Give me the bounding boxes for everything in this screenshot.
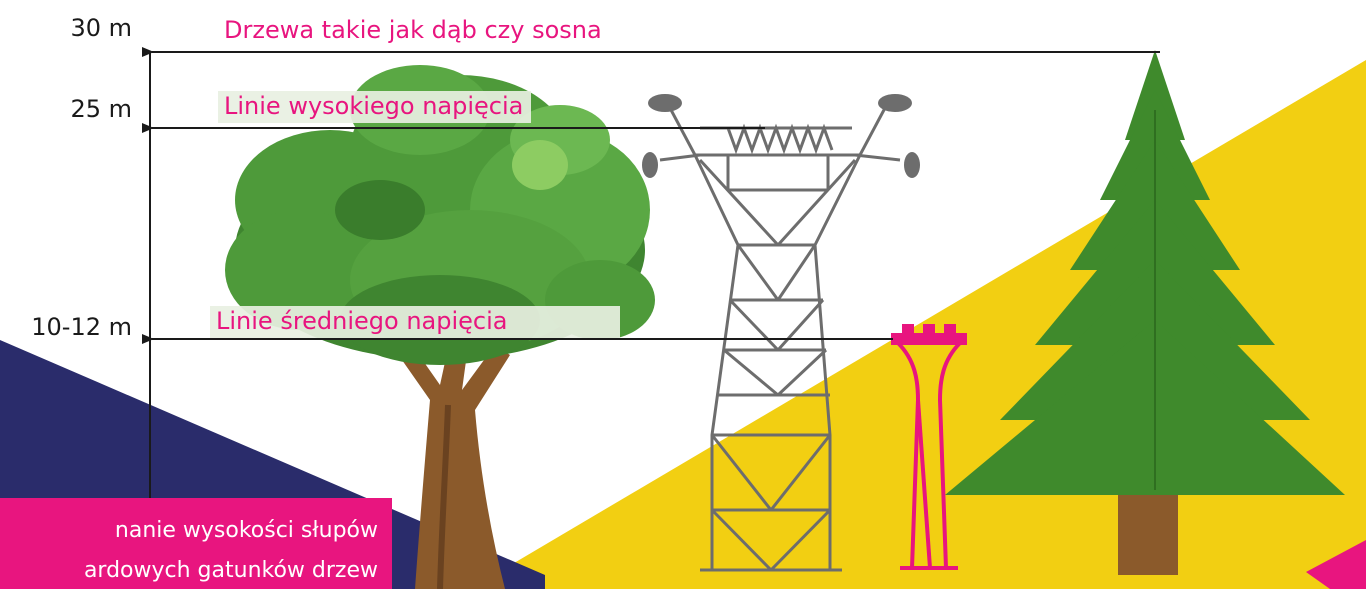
pink-corner-marker [1306, 540, 1366, 589]
label-high-voltage-25m: Linie wysokiego napięcia [218, 91, 532, 123]
caption-line-2: ardowych gatunków drzew [83, 558, 378, 583]
tick-25m: 25 m [70, 95, 132, 123]
caption-line-1: nanie wysokości słupów [114, 518, 378, 543]
caption-box: nanie wysokości słupów ardowych gatunków… [0, 498, 392, 589]
tick-10-12m: 10-12 m [31, 313, 132, 341]
medium-voltage-pole-icon [891, 324, 967, 570]
tick-30m: 30 m [70, 14, 132, 42]
label-medium-voltage-10-12m: Linie średniego napięcia [210, 306, 620, 338]
pine-tree-icon [945, 50, 1345, 575]
label-trees-30m: Drzewa takie jak dąb czy sosna [224, 16, 602, 44]
